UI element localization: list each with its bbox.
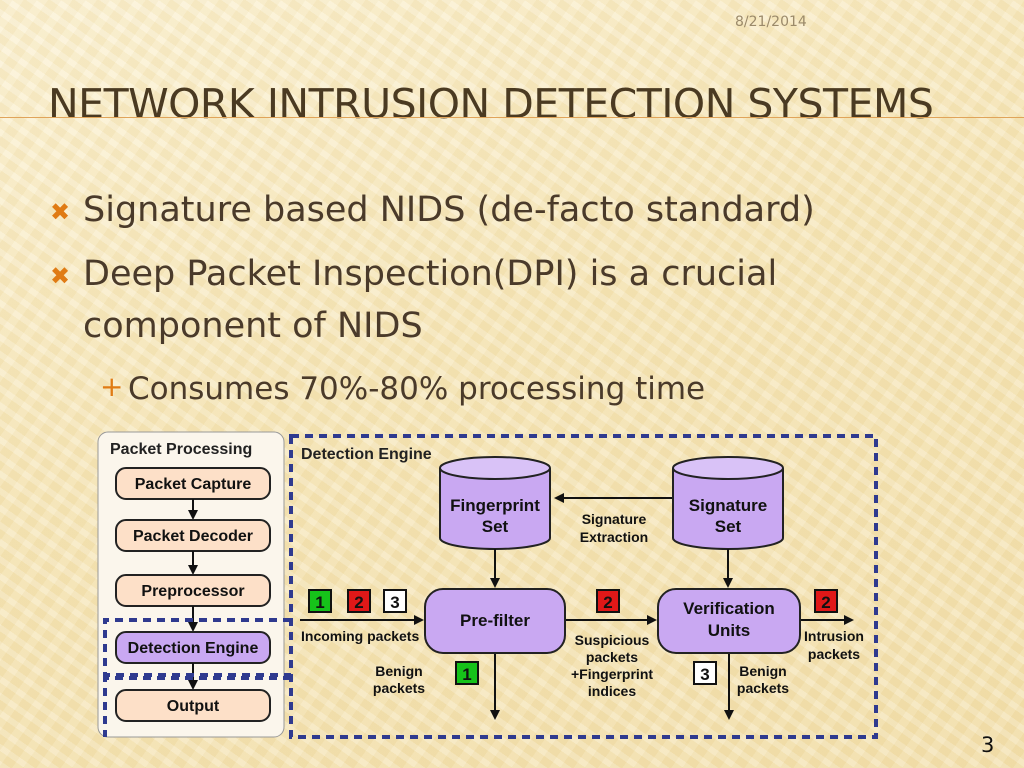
svg-text:Pre-filter: Pre-filter <box>460 611 530 630</box>
svg-text:3: 3 <box>390 593 399 612</box>
svg-text:packets: packets <box>373 680 425 696</box>
bullet-1: ✖ Signature based NIDS (de-facto standar… <box>50 184 815 236</box>
detection-engine-highlight <box>103 618 291 677</box>
signature-set-cylinder: Signature Set <box>672 456 784 550</box>
svg-text:Signature: Signature <box>689 496 767 515</box>
bullet-2-text: Deep Packet Inspection(DPI) is a crucial… <box>83 254 778 346</box>
suspicious-packet-2-red <box>596 589 620 613</box>
benign-packets-label-1: Benign <box>375 663 422 679</box>
svg-text:Units: Units <box>708 621 751 640</box>
bullet-plus-icon: + <box>100 370 124 403</box>
bullet-2: ✖ Deep Packet Inspection(DPI) is a cruci… <box>50 248 930 352</box>
svg-text:indices: indices <box>588 683 636 699</box>
suspicious-label: Suspicious <box>575 632 650 648</box>
bullet-x-icon: ✖ <box>50 262 71 290</box>
svg-text:packets: packets <box>808 646 860 662</box>
svg-text:2: 2 <box>354 593 363 612</box>
verification-units-box <box>657 588 801 654</box>
svg-text:Preprocessor: Preprocessor <box>141 583 244 600</box>
benign-packet-3-white <box>693 661 717 685</box>
fingerprint-set-cylinder: Fingerprint Set <box>439 456 551 550</box>
bullet-1-text: Signature based NIDS (de-facto standard) <box>83 190 815 230</box>
page-number: 3 <box>981 733 995 757</box>
intrusion-packet-2-red <box>814 589 838 613</box>
sub-bullet-1: + Consumes 70%-80% processing time <box>100 365 705 413</box>
svg-text:packets: packets <box>737 680 789 696</box>
svg-text:Packet Capture: Packet Capture <box>135 476 252 493</box>
packet-processing-title: Packet Processing <box>110 441 252 458</box>
svg-text:Set: Set <box>482 517 509 536</box>
svg-text:Packet Decoder: Packet Decoder <box>133 528 253 545</box>
svg-text:Verification: Verification <box>683 599 775 618</box>
benign-packets-label-2: Benign <box>739 663 786 679</box>
benign-packet-1-green <box>455 661 479 685</box>
output-highlight <box>103 676 291 737</box>
svg-text:1: 1 <box>462 665 471 684</box>
packet-1-green <box>308 589 332 613</box>
intrusion-packets-label: Intrusion <box>804 628 864 644</box>
sub-bullet-1-text: Consumes 70%-80% processing time <box>128 371 706 407</box>
incoming-packets-label: Incoming packets <box>301 628 419 644</box>
stage-output <box>115 689 271 722</box>
svg-text:2: 2 <box>603 593 612 612</box>
slide-date: 8/21/2014 <box>735 14 807 30</box>
bullet-x-icon: ✖ <box>50 198 71 226</box>
detection-engine-panel <box>289 434 878 739</box>
svg-text:Detection Engine: Detection Engine <box>128 640 259 657</box>
svg-text:3: 3 <box>700 665 709 684</box>
svg-text:packets: packets <box>586 649 638 665</box>
svg-text:Set: Set <box>715 517 742 536</box>
prefilter-box <box>424 588 566 654</box>
svg-text:1: 1 <box>315 593 324 612</box>
svg-text:2: 2 <box>821 593 830 612</box>
svg-text:Extraction: Extraction <box>580 529 648 545</box>
packet-2-red <box>347 589 371 613</box>
svg-text:Output: Output <box>167 698 220 715</box>
svg-text:Fingerprint: Fingerprint <box>450 496 540 515</box>
svg-text:+Fingerprint: +Fingerprint <box>571 666 653 682</box>
signature-extraction-label: Signature <box>582 511 647 527</box>
detection-engine-title: Detection Engine <box>301 446 432 463</box>
packet-3-white <box>383 589 407 613</box>
slide-title: NETWORK INTRUSION DETECTION SYSTEMS <box>48 80 934 128</box>
title-rule <box>0 117 1024 118</box>
